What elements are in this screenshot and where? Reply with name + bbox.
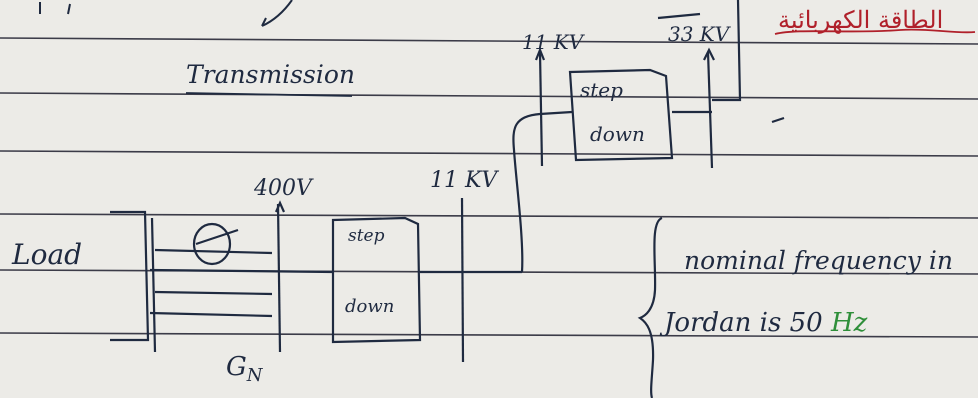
step-down-upper-line1: step [580,78,623,102]
frequency-note-line1: nominal frequency in [684,246,953,275]
voltage-11kv-lower-label: 11 KV [430,168,497,193]
step-down-lower-line1: step [348,226,385,246]
voltage-400v-label: 400V [254,176,312,201]
frequency-unit: Hz [831,308,867,338]
generator-letter: G [226,352,247,382]
voltage-11kv-upper-label: 11 KV [522,30,583,54]
arabic-note: الطاقة الكهربائية [778,6,943,34]
step-down-lower-line2: down [345,296,394,317]
generator-subscript: N [247,365,263,386]
generator-label: GN [226,352,263,386]
top-scribbles [40,0,292,26]
frequency-note-line2: Jordan is 50 Hz [664,308,867,338]
voltage-33kv-label: 33 KV [668,22,729,46]
step-down-upper-line2: down [590,122,645,146]
transmission-label: Transmission [186,60,355,89]
frequency-note-text: Jordan is 50 [664,308,823,338]
load-label: Load [12,238,82,271]
